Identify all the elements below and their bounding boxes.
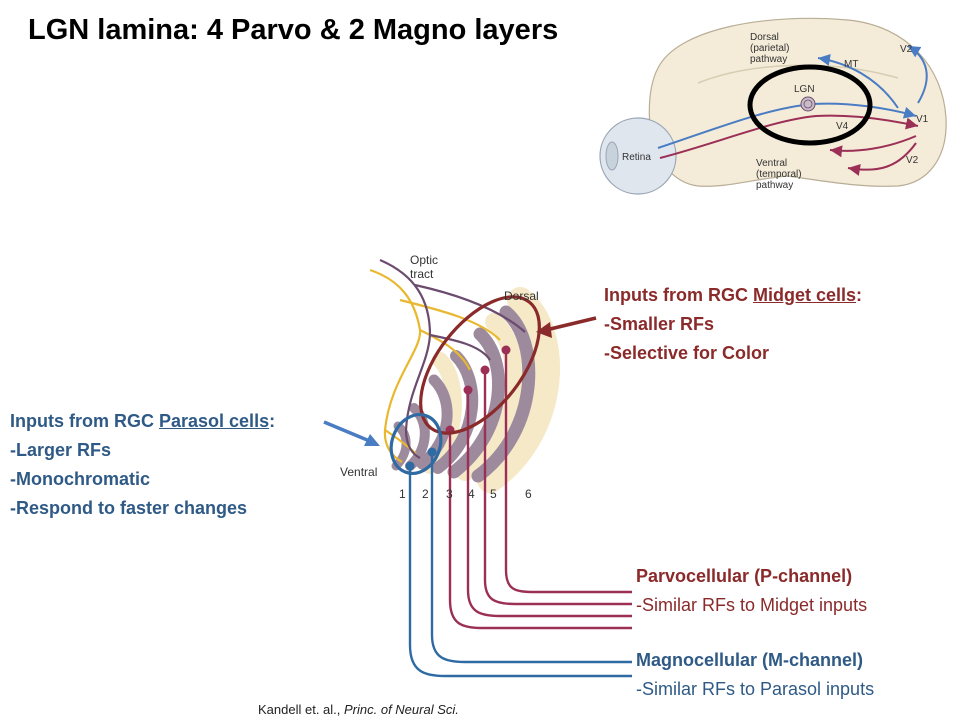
label-ventral: Ventral (340, 465, 377, 479)
layer-number-5: 5 (490, 487, 497, 501)
midget-line-2: -Selective for Color (604, 343, 770, 363)
lgn-nucleus (800, 96, 816, 112)
parasol-description: Inputs from RGC Parasol cells: -Larger R… (10, 407, 275, 523)
slide-title: LGN lamina: 4 Parvo & 2 Magno layers (28, 14, 559, 46)
label-dorsal-2: (parietal) (750, 43, 789, 54)
relay-cell-2 (427, 447, 437, 457)
eye-ball (599, 117, 677, 195)
label-ventral-3: pathway (756, 180, 793, 191)
label-ventral-1: Ventral (756, 158, 787, 169)
label-optic-1: Optic (410, 253, 438, 267)
parasol-line-2: -Monochromatic (10, 469, 151, 489)
layer-number-2: 2 (422, 487, 429, 501)
label-optic-2: tract (410, 267, 434, 281)
parasol-line-1: -Larger RFs (10, 440, 112, 460)
layer-number-3: 3 (446, 487, 453, 501)
label-ventral-2: (temporal) (756, 169, 802, 180)
magno-heading: Magnocellular (M-channel) (636, 650, 864, 670)
relay-cell-5 (480, 365, 490, 375)
label-v1: V1 (916, 114, 929, 125)
parvo-line: -Similar RFs to Midget inputs (636, 595, 868, 615)
parasol-line-3: -Respond to faster changes (10, 498, 248, 518)
citation: Kandell et. al., Princ. of Neural Sci. (258, 702, 459, 717)
parasol-arrow (323, 420, 373, 444)
magno-description: Magnocellular (M-channel) -Similar RFs t… (636, 646, 874, 704)
relay-cell-4 (463, 385, 473, 395)
brain-inset-diagram: Dorsal (parietal) pathway V2 MT LGN V4 V… (599, 17, 947, 195)
label-mt: MT (844, 59, 858, 70)
parvo-heading: Parvocellular (P-channel) (636, 566, 853, 586)
lgn-highlight-circle (747, 64, 873, 146)
lgn-lamina-diagram: Optic tract Dorsal Ventral 1 2 3 4 5 6 (340, 253, 632, 678)
label-dorsal: Dorsal (504, 289, 539, 303)
layer-number-1: 1 (399, 487, 406, 501)
midget-description: Inputs from RGC Midget cells: -Smaller R… (604, 281, 862, 368)
label-dorsal-1: Dorsal (750, 32, 779, 43)
relay-cell-6 (501, 345, 511, 355)
midget-highlight-ellipse (419, 295, 541, 435)
layer-5 (447, 327, 506, 479)
label-retina: Retina (622, 152, 651, 163)
label-lgn: LGN (794, 84, 815, 95)
label-dorsal-3: pathway (750, 54, 787, 65)
layer-number-4: 4 (468, 487, 475, 501)
midget-arrow (545, 316, 597, 332)
magno-line: -Similar RFs to Parasol inputs (636, 679, 875, 699)
label-v4: V4 (836, 121, 849, 132)
parasol-highlight-ellipse (389, 413, 443, 475)
layer-number-6: 6 (525, 487, 532, 501)
relay-cell-1 (405, 461, 415, 471)
layer-2 (405, 403, 430, 471)
midget-line-1: -Smaller RFs (604, 314, 715, 334)
parasol-heading: Inputs from RGC Parasol cells: (10, 411, 276, 431)
label-v2-bottom: V2 (906, 155, 919, 166)
parvo-description: Parvocellular (P-channel) -Similar RFs t… (636, 562, 867, 620)
midget-heading: Inputs from RGC Midget cells: (604, 285, 863, 305)
label-v2-top: V2 (900, 44, 913, 55)
